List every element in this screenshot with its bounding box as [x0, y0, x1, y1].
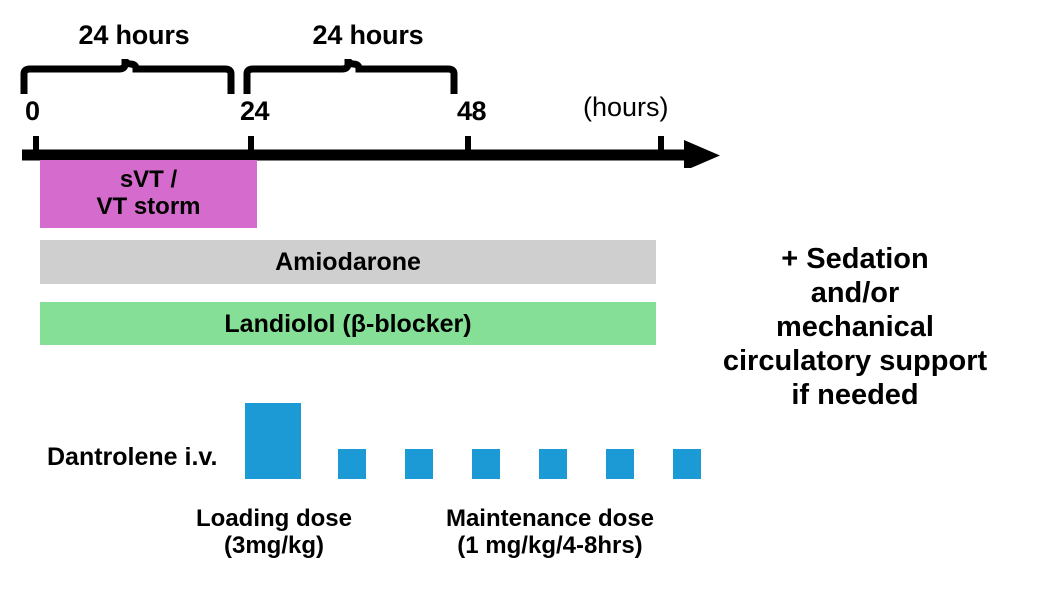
loading-dose-caption: Loading dose (3mg/kg) [196, 505, 352, 560]
period-label-second: 24 hours [312, 20, 424, 50]
supportive-care-note: + Sedation and/or mechanical circulatory… [680, 243, 1030, 413]
maintenance-dose-caption: Maintenance dose (1 mg/kg/4-8hrs) [445, 505, 655, 560]
brace-second-24-hours [242, 58, 464, 96]
supportive-care-line: circulatory support [722, 344, 988, 377]
supportive-care-line: + Sedation [781, 243, 929, 275]
therapy-bar-label: Landiolol (β-blocker) [224, 309, 472, 338]
tick-label-0: 0 [25, 96, 40, 126]
dantrolene-maintenance-dose-bar [606, 449, 634, 479]
dantrolene-maintenance-dose-bar [405, 449, 433, 479]
supportive-care-line: mechanical [776, 310, 934, 343]
brace-first-24-hours [19, 58, 241, 96]
timeline-axis [8, 122, 728, 168]
dantrolene-row-label: Dantrolene i.v. [47, 443, 218, 471]
supportive-care-line: if needed [791, 378, 919, 411]
therapy-bar-label: sVT / VT storm [96, 166, 201, 220]
therapy-bar-svt-vt-storm: sVT / VT storm [40, 160, 257, 228]
therapy-bar-label: Amiodarone [275, 248, 421, 276]
axis-unit-label: (hours) [583, 92, 669, 122]
dantrolene-maintenance-dose-bar [673, 449, 701, 479]
dantrolene-loading-dose-bar [245, 403, 301, 479]
supportive-care-line: and/or [810, 276, 900, 309]
tick-label-48: 48 [457, 96, 487, 126]
period-label-first: 24 hours [78, 20, 190, 50]
tick-label-24: 24 [240, 96, 270, 126]
dantrolene-maintenance-dose-bar [338, 449, 366, 479]
dantrolene-maintenance-dose-bar [472, 449, 500, 479]
therapy-bar-amiodarone: Amiodarone [40, 240, 656, 284]
dantrolene-maintenance-dose-bar [539, 449, 567, 479]
therapy-bar-landiolol: Landiolol (β-blocker) [40, 302, 656, 345]
